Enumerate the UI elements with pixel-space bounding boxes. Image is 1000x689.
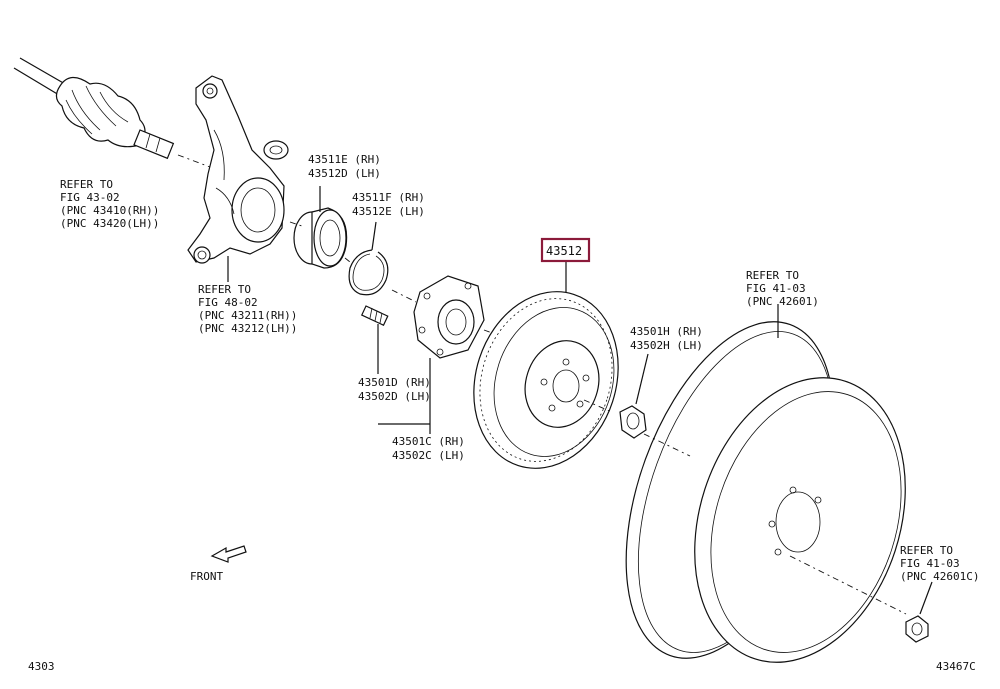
part-number-lh: 43502H (LH) <box>630 339 703 352</box>
callout-line: (PNC 43211(RH)) <box>198 309 297 322</box>
callout-line: (PNC 43410(RH)) <box>60 204 159 217</box>
callout-line: (PNC 42601C) <box>900 570 979 583</box>
callout-line: REFER TO <box>198 283 251 296</box>
callout-line: REFER TO <box>60 178 113 191</box>
callout-line: FIG 48-02 <box>198 296 258 309</box>
callout-line: (PNC 43420(LH)) <box>60 217 159 230</box>
part-number-rh: 43501H (RH) <box>630 325 703 338</box>
part-number-lh: 43512D (LH) <box>308 167 381 180</box>
front-label: FRONT <box>190 570 223 583</box>
part-number-lh: 43502C (LH) <box>392 449 465 462</box>
callout-line: (PNC 42601) <box>746 295 819 308</box>
callout-line: FIG 41-03 <box>746 282 806 295</box>
callout-wheel-nut: REFER TO FIG 41-03 (PNC 42601C) <box>900 544 979 583</box>
wheel-drawing <box>625 304 907 663</box>
part-number-rh: 43501C (RH) <box>392 435 465 448</box>
footer-left-code: 4303 <box>28 660 55 673</box>
callout-line: FIG 41-03 <box>900 557 960 570</box>
wheel-nut-drawing <box>905 581 933 643</box>
callout-hub: 43501C (RH) 43502C (LH) <box>392 435 465 462</box>
callout-knuckle: REFER TO FIG 48-02 (PNC 43211(RH)) (PNC … <box>198 283 297 335</box>
hub-bolt-drawing <box>360 305 389 374</box>
hub-bearing-drawing <box>289 186 348 269</box>
callout-line: REFER TO <box>746 269 799 282</box>
drive-shaft-drawing <box>13 57 219 171</box>
callout-bearing: 43511E (RH) 43512D (LH) <box>308 153 381 180</box>
wheel-hub-drawing <box>378 275 501 434</box>
part-number-rh: 43511E (RH) <box>308 153 381 166</box>
steering-knuckle-drawing <box>187 75 289 282</box>
callout-hub-nut: 43501H (RH) 43502H (LH) <box>630 325 703 352</box>
callout-disc-highlighted[interactable]: 43512 <box>540 237 591 263</box>
callout-wheel: REFER TO FIG 41-03 (PNC 42601) <box>746 269 819 308</box>
callout-line: REFER TO <box>900 544 953 557</box>
part-number-lh: 43512E (LH) <box>352 205 425 218</box>
callout-hub-bolt: 43501D (RH) 43502D (LH) <box>358 376 431 403</box>
part-number[interactable]: 43512 <box>546 244 582 258</box>
part-number-rh: 43501D (RH) <box>358 376 431 389</box>
highlight-box <box>540 237 591 263</box>
callout-line: FIG 43-02 <box>60 191 120 204</box>
callout-snap-ring: 43511F (RH) 43512E (LH) <box>352 191 425 218</box>
front-arrow-icon <box>210 545 247 563</box>
part-number-rh: 43511F (RH) <box>352 191 425 204</box>
snap-ring-drawing <box>344 221 389 296</box>
hub-nut-drawing <box>619 353 649 439</box>
brake-disc-drawing <box>473 262 619 469</box>
callout-line: (PNC 43212(LH)) <box>198 322 297 335</box>
part-number-lh: 43502D (LH) <box>358 390 431 403</box>
footer-right-code: 43467C <box>936 660 976 673</box>
callout-driveshaft: REFER TO FIG 43-02 (PNC 43410(RH)) (PNC … <box>60 178 159 230</box>
